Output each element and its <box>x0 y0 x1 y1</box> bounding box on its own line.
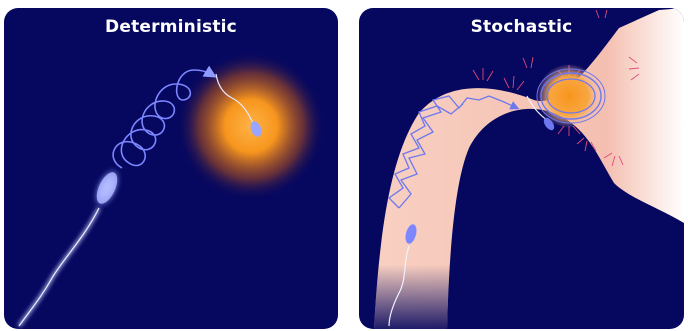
panel-title: Stochastic <box>359 17 684 37</box>
deterministic-panel: Deterministic <box>4 8 338 329</box>
stochastic-illustration <box>359 8 684 329</box>
deterministic-illustration <box>4 8 338 329</box>
panel-title: Deterministic <box>4 17 338 37</box>
sperm-near <box>19 163 126 326</box>
stochastic-panel: Stochastic <box>359 8 684 329</box>
